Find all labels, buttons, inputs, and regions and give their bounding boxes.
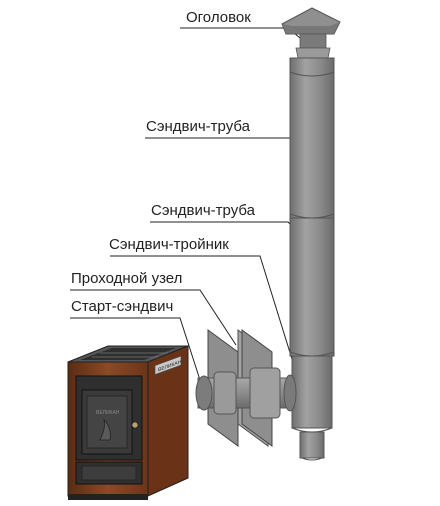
label-cap: Оголовок [186, 9, 251, 26]
leader-tee [110, 255, 297, 373]
label-start-sandwich: Старт-сэндвич [71, 298, 174, 315]
leader-pass-through [70, 289, 237, 346]
label-sandwich-tee: Сэндвич-тройник [109, 236, 229, 253]
leader-start [70, 317, 201, 381]
door-handle [131, 421, 139, 429]
leader-cap [180, 27, 301, 39]
stove: ВЕЛИКАН ВЕЛИКАН [67, 345, 189, 500]
vertical-sandwich-pipe [289, 57, 335, 357]
leader-lines [70, 27, 301, 381]
leader-pipe-1 [145, 137, 299, 146]
sandwich-tee [291, 355, 333, 461]
leader-pipe-2 [150, 221, 297, 231]
chimney-cap [281, 7, 341, 59]
label-pass-through: Проходной узел [71, 270, 183, 287]
flame-icon [99, 418, 111, 441]
stove-door-text: ВЕЛИКАН [96, 410, 120, 416]
label-sandwich-pipe-1: Сэндвич-труба [146, 118, 250, 135]
horizontal-pipe [195, 367, 297, 419]
label-sandwich-pipe-2: Сэндвич-труба [151, 202, 255, 219]
